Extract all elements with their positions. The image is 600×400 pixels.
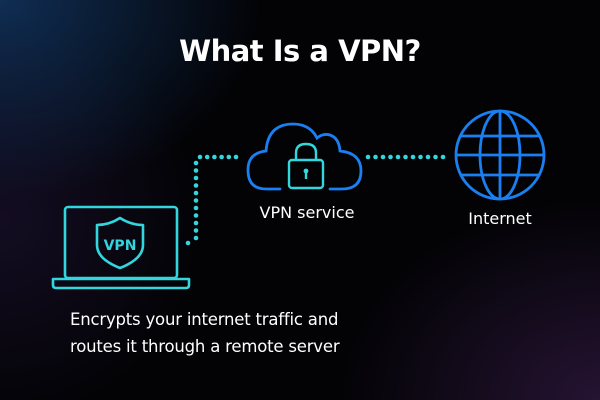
globe-icon bbox=[454, 109, 546, 201]
connector-dot bbox=[219, 154, 224, 160]
connector-dot bbox=[373, 154, 378, 160]
connector-dot bbox=[193, 228, 199, 233]
connector-dot bbox=[212, 154, 217, 160]
connector-dot bbox=[410, 154, 416, 160]
connector-dot bbox=[193, 160, 199, 166]
connector-dot bbox=[193, 183, 199, 188]
connector-dot bbox=[197, 154, 203, 160]
connector-dot bbox=[403, 154, 408, 160]
connector-dot bbox=[193, 175, 199, 181]
vpn-service-label: VPN service bbox=[259, 203, 355, 222]
page-title: What Is a VPN? bbox=[179, 34, 421, 68]
lock-icon bbox=[287, 142, 325, 190]
caption-line-1: Encrypts your internet traffic and bbox=[70, 310, 339, 329]
connector-dot bbox=[193, 213, 199, 218]
connector-dot bbox=[395, 154, 401, 160]
laptop-icon bbox=[51, 205, 191, 290]
connector-dot bbox=[193, 235, 199, 241]
caption: Encrypts your internet traffic and route… bbox=[70, 306, 340, 360]
connector-dot bbox=[193, 168, 199, 173]
connector-dot bbox=[365, 154, 371, 160]
connector-dot bbox=[418, 154, 423, 160]
connector-dot bbox=[440, 154, 446, 160]
connector-dot bbox=[193, 190, 199, 196]
shield-icon bbox=[95, 216, 145, 270]
internet-label: Internet bbox=[468, 209, 532, 228]
connector-dot bbox=[193, 198, 199, 203]
connector-dot bbox=[226, 154, 232, 160]
connector-dot bbox=[193, 220, 199, 226]
connector-device-to-service bbox=[185, 154, 239, 246]
connector-service-to-internet bbox=[365, 154, 446, 160]
connector-dot bbox=[193, 205, 199, 211]
shield-badge-text: VPN bbox=[104, 238, 137, 254]
connector-dot bbox=[233, 154, 239, 160]
connector-dot bbox=[388, 154, 393, 160]
cloud-icon bbox=[246, 122, 363, 191]
connector-dot bbox=[425, 154, 431, 160]
caption-line-2: routes it through a remote server bbox=[70, 337, 340, 356]
connector-dot bbox=[433, 154, 438, 160]
connector-dot bbox=[380, 154, 386, 160]
connector-dot bbox=[204, 154, 210, 160]
